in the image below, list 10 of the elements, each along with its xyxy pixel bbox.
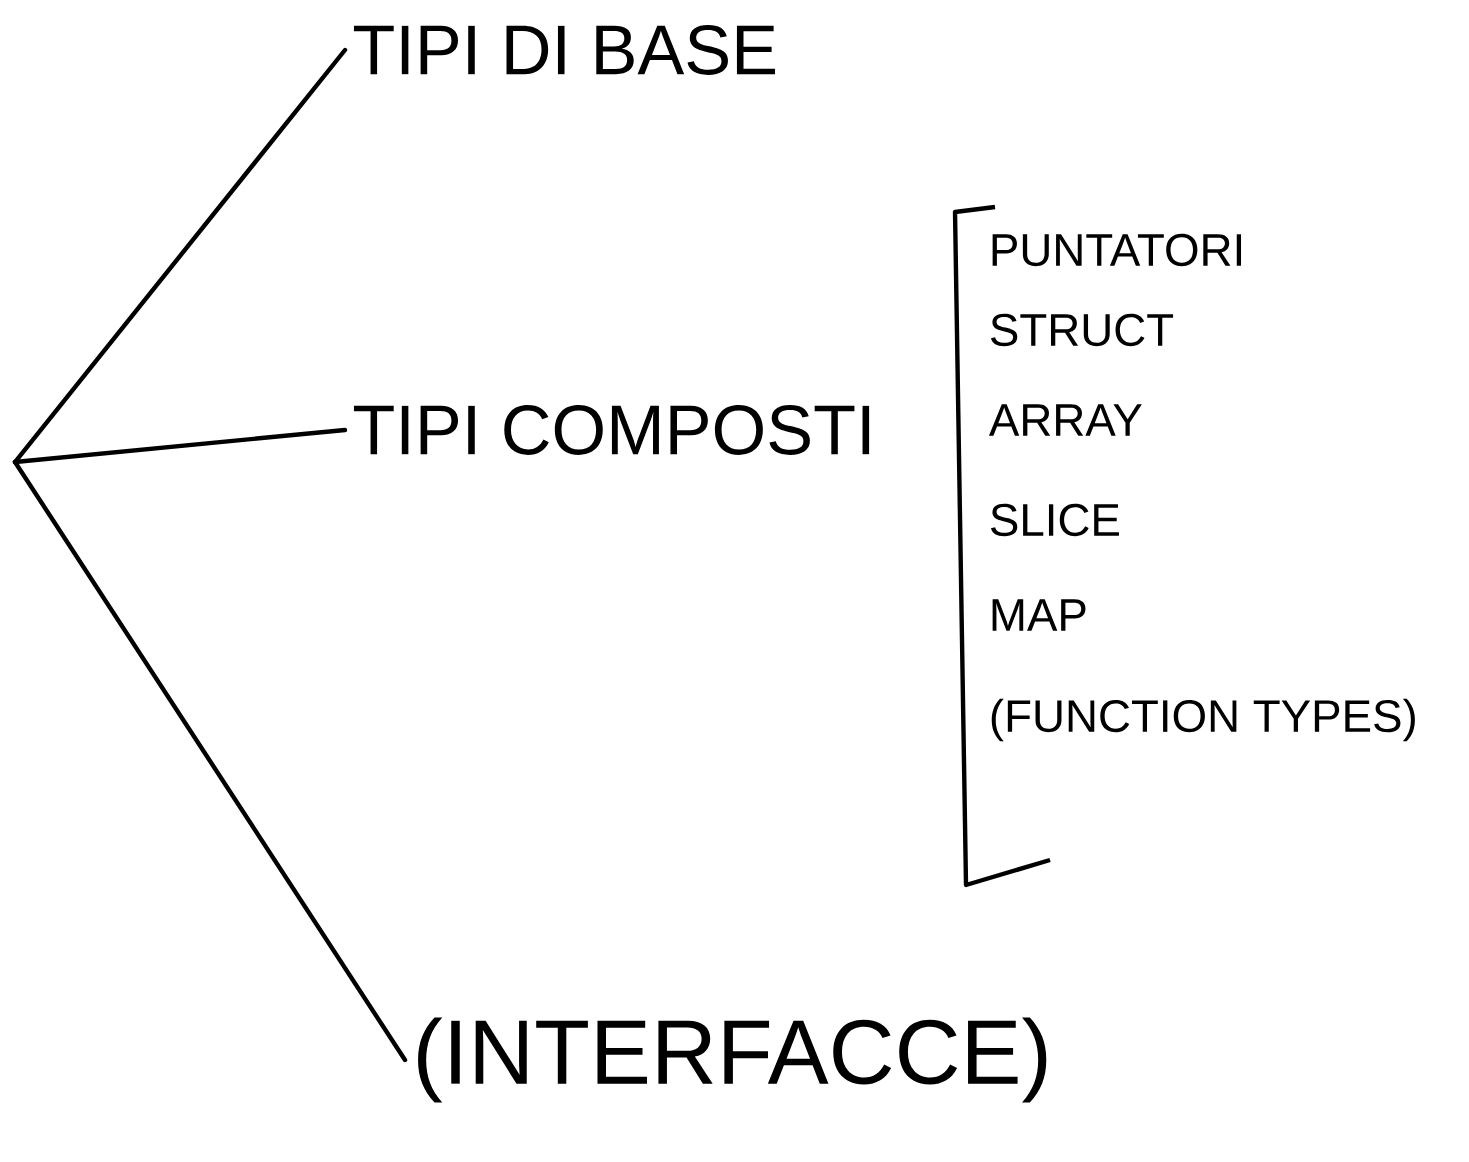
- list-item: ARRAY: [988, 404, 1142, 436]
- list-item: MAP: [992, 599, 1086, 631]
- list-item: PUNTATORI: [992, 233, 1242, 267]
- node-text: (INTERFACCE): [418, 1017, 1047, 1103]
- list-item: STRUCT: [990, 313, 1174, 347]
- list-item: SLICE: [990, 503, 1119, 537]
- node-text: TIPI COMPOSTI: [353, 405, 870, 455]
- branch-line: [12, 459, 408, 1063]
- node-text: TIPI DI BASE: [353, 25, 776, 75]
- list-item: (FUNCTION TYPES): [991, 698, 1415, 742]
